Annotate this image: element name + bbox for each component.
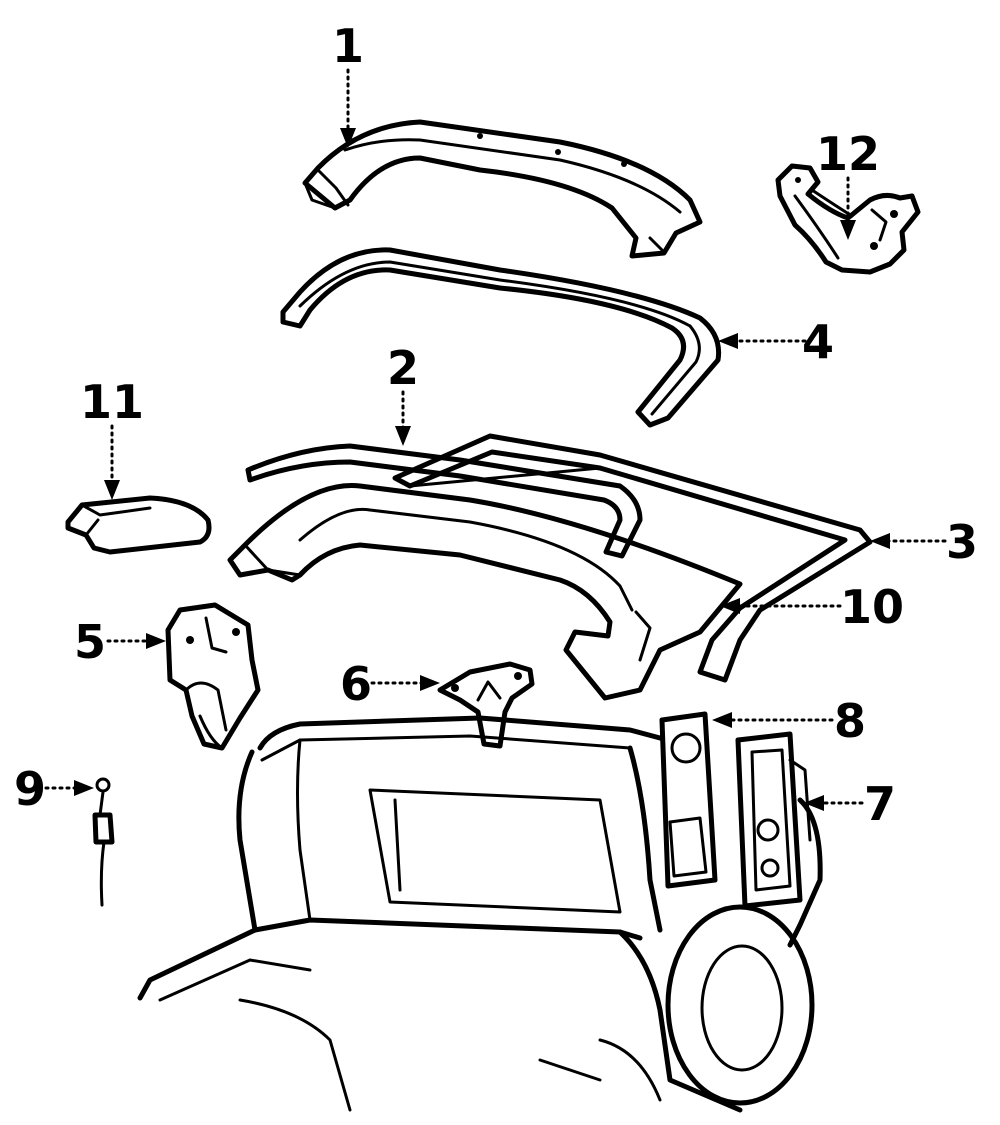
callout-6: 6 — [340, 657, 372, 711]
callout-2: 2 — [387, 341, 419, 395]
callout-labels: 1 12 4 2 11 3 10 5 6 8 7 9 — [14, 19, 978, 831]
part-5-latch — [165, 602, 261, 751]
part-6-striker — [437, 661, 535, 749]
callout-9: 9 — [14, 762, 46, 816]
part-8-lamp-lens — [659, 711, 718, 889]
part-12-hinge — [775, 163, 921, 275]
callout-3: 3 — [946, 515, 978, 569]
callout-7: 7 — [864, 777, 896, 831]
callout-leaders — [44, 68, 947, 811]
part-9-cable — [92, 777, 115, 907]
part-4-weatherstrip — [280, 247, 722, 428]
callout-12: 12 — [816, 127, 880, 181]
callout-10: 10 — [840, 580, 904, 634]
callout-5: 5 — [74, 615, 106, 669]
part-11-bracket — [65, 495, 212, 555]
part-10-inner-panel — [227, 482, 743, 701]
callout-1: 1 — [332, 19, 364, 73]
callout-8: 8 — [834, 694, 866, 748]
part-2-weatherstrip — [245, 443, 643, 559]
part-1-trim-panel — [302, 119, 703, 259]
part-3-lid-frame — [392, 433, 873, 683]
callout-4: 4 — [802, 315, 834, 369]
callout-11: 11 — [80, 375, 144, 429]
trunk-body — [137, 715, 823, 1113]
part-7-lamp-housing — [735, 731, 812, 909]
